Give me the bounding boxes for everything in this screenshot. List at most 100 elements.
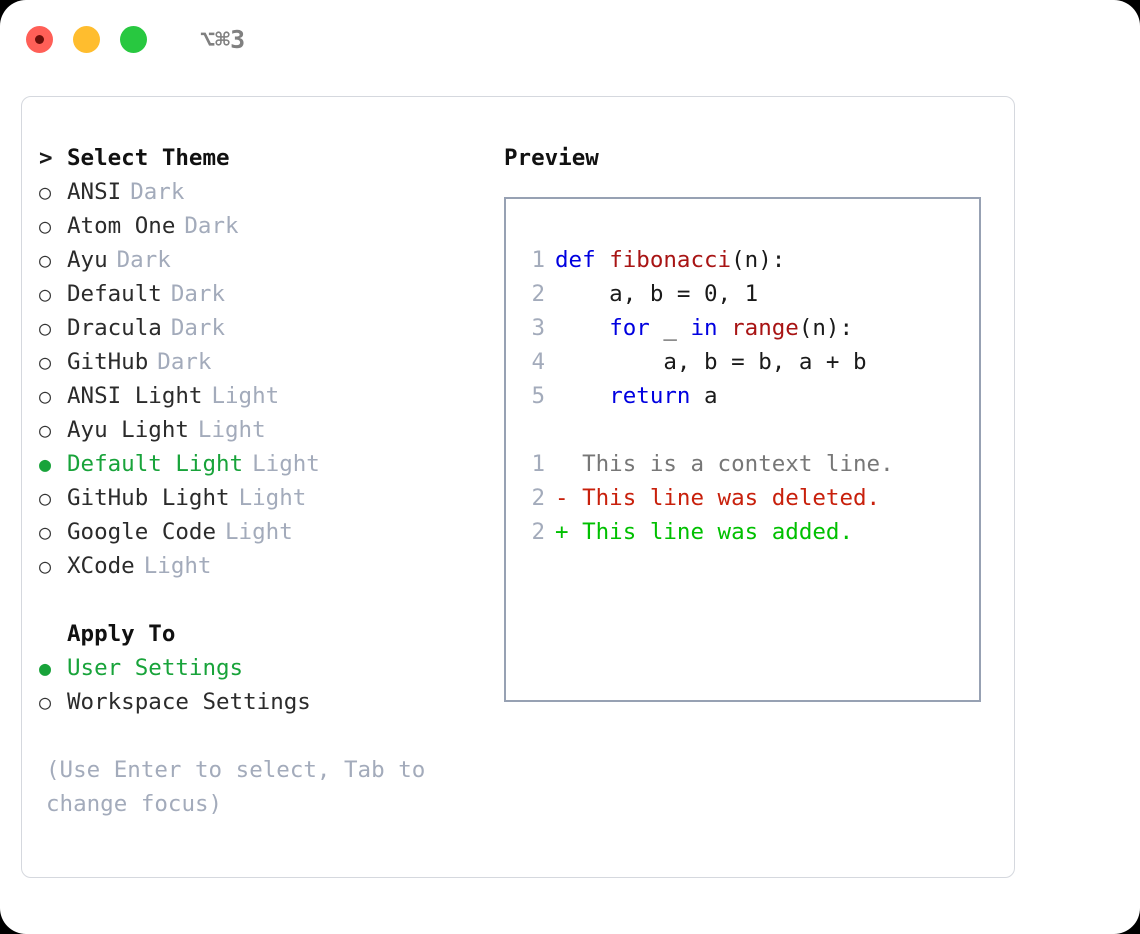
radio-unselected-icon: ○ [39, 180, 52, 204]
theme-item-variant-tag: Light [238, 485, 307, 511]
traffic-light-group [26, 25, 147, 53]
line-number: 1 [531, 451, 545, 477]
code-token [555, 315, 609, 341]
theme-item-ansi-light[interactable]: ○ ANSI Light Light [39, 379, 492, 413]
theme-item-label: Dracula [67, 315, 162, 341]
code-token: in [690, 315, 718, 341]
apply-to-heading: Apply To [39, 617, 492, 651]
code-line-text: a, b = 0, 1 [555, 277, 758, 311]
caret-icon: > [39, 145, 53, 171]
radio-unselected-icon: ○ [39, 554, 52, 578]
theme-item-default-light[interactable]: ● Default Light Light [39, 447, 492, 481]
radio-unselected-icon: ○ [39, 486, 52, 510]
diff-line-del: 2 - This line was deleted. [519, 481, 979, 515]
diff-line-add: 2 + This line was added. [519, 515, 979, 549]
theme-item-variant-tag: Dark [116, 247, 171, 273]
title-bar: ⌥⌘3 [0, 0, 1140, 78]
code-token: for [609, 315, 650, 341]
theme-item-variant-tag: Dark [157, 349, 212, 375]
theme-item-variant-tag: Light [211, 383, 280, 409]
code-line: 5 return a [519, 379, 979, 413]
radio-unselected-icon: ○ [39, 214, 52, 238]
theme-item-label: GitHub [67, 349, 149, 375]
code-line: 4 a, b = b, a + b [519, 345, 979, 379]
code-token: a, b = 0, 1 [555, 281, 759, 307]
apply-to-item-label: User Settings [67, 655, 244, 681]
code-spacer [519, 413, 979, 447]
theme-item-google-code[interactable]: ○ Google Code Light [39, 515, 492, 549]
code-token: range [731, 315, 799, 341]
apply-to-item-workspace-settings[interactable]: ○Workspace Settings [39, 685, 492, 719]
radio-unselected-icon: ○ [39, 520, 52, 544]
theme-item-label: ANSI [67, 179, 122, 205]
theme-item-variant-tag: Light [252, 451, 320, 477]
theme-item-variant-tag: Dark [170, 281, 226, 307]
diff-line-ctx: 1 This is a context line. [519, 447, 979, 481]
theme-item-variant-tag: Light [197, 417, 266, 443]
radio-unselected-icon: ○ [39, 248, 52, 272]
line-number: 2 [531, 485, 545, 511]
theme-item-variant-tag: Dark [184, 213, 239, 239]
radio-selected-icon: ● [39, 452, 52, 476]
theme-item-label: Atom One [67, 213, 176, 239]
code-token: a [690, 383, 718, 409]
line-number: 3 [531, 315, 545, 341]
theme-item-ansi[interactable]: ○ ANSI Dark [39, 175, 492, 209]
code-token: (n): [731, 247, 786, 273]
theme-item-ayu[interactable]: ○ Ayu Dark [39, 243, 492, 277]
code-token: fibonacci [609, 247, 732, 273]
close-button[interactable] [26, 25, 53, 53]
theme-item-atom-one[interactable]: ○ Atom One Dark [39, 209, 492, 243]
theme-picker-heading: > Select Theme [39, 141, 492, 175]
radio-unselected-icon: ○ [39, 384, 52, 408]
apply-to-item-label: Workspace Settings [67, 689, 311, 715]
theme-item-label: XCode [67, 553, 135, 579]
code-token: (n): [798, 315, 854, 341]
theme-item-label: Ayu [67, 247, 108, 273]
diff-line-text: This is a context line. [555, 451, 894, 477]
code-line: 2 a, b = 0, 1 [519, 277, 979, 311]
code-line-text: return a [555, 379, 718, 413]
code-line-text: for _ in range(n): [555, 311, 853, 345]
theme-item-label: ANSI Light [67, 383, 203, 409]
radio-selected-icon: ● [39, 656, 52, 680]
code-token [718, 315, 732, 341]
theme-item-variant-tag: Light [225, 519, 293, 545]
line-number: 2 [531, 281, 545, 307]
theme-item-variant-tag: Dark [170, 315, 226, 341]
code-line-text: def fibonacci(n): [555, 243, 785, 277]
minimize-button[interactable] [73, 25, 100, 53]
theme-item-label: Google Code [67, 519, 217, 545]
apply-to-item-user-settings[interactable]: ● User Settings [39, 651, 492, 685]
theme-item-variant-tag: Dark [130, 179, 185, 205]
theme-item-github[interactable]: ○ GitHub Dark [39, 345, 492, 379]
zoom-button[interactable] [120, 25, 147, 53]
keyboard-hint: (Use Enter to select, Tab to change focu… [46, 757, 426, 817]
code-line: 1 def fibonacci(n): [519, 243, 979, 277]
line-number: 2 [531, 519, 545, 545]
diff-line-text: + This line was added. [555, 519, 854, 545]
radio-unselected-icon: ○ [39, 350, 52, 374]
code-token: def [555, 247, 610, 273]
radio-unselected-icon: ○ [39, 282, 52, 306]
apply-to-list: ● User Settings ○Workspace Settings [39, 651, 492, 719]
code-token [555, 383, 609, 409]
line-number: 5 [531, 383, 545, 409]
keyboard-shortcut-label: ⌥⌘3 [200, 24, 246, 54]
theme-item-label: Default Light [67, 451, 244, 477]
diff-line-text: - This line was deleted. [555, 485, 881, 511]
code-line: 3 for _ in range(n): [519, 311, 979, 345]
line-number: 1 [531, 247, 545, 273]
theme-item-label: Ayu Light [67, 417, 189, 443]
